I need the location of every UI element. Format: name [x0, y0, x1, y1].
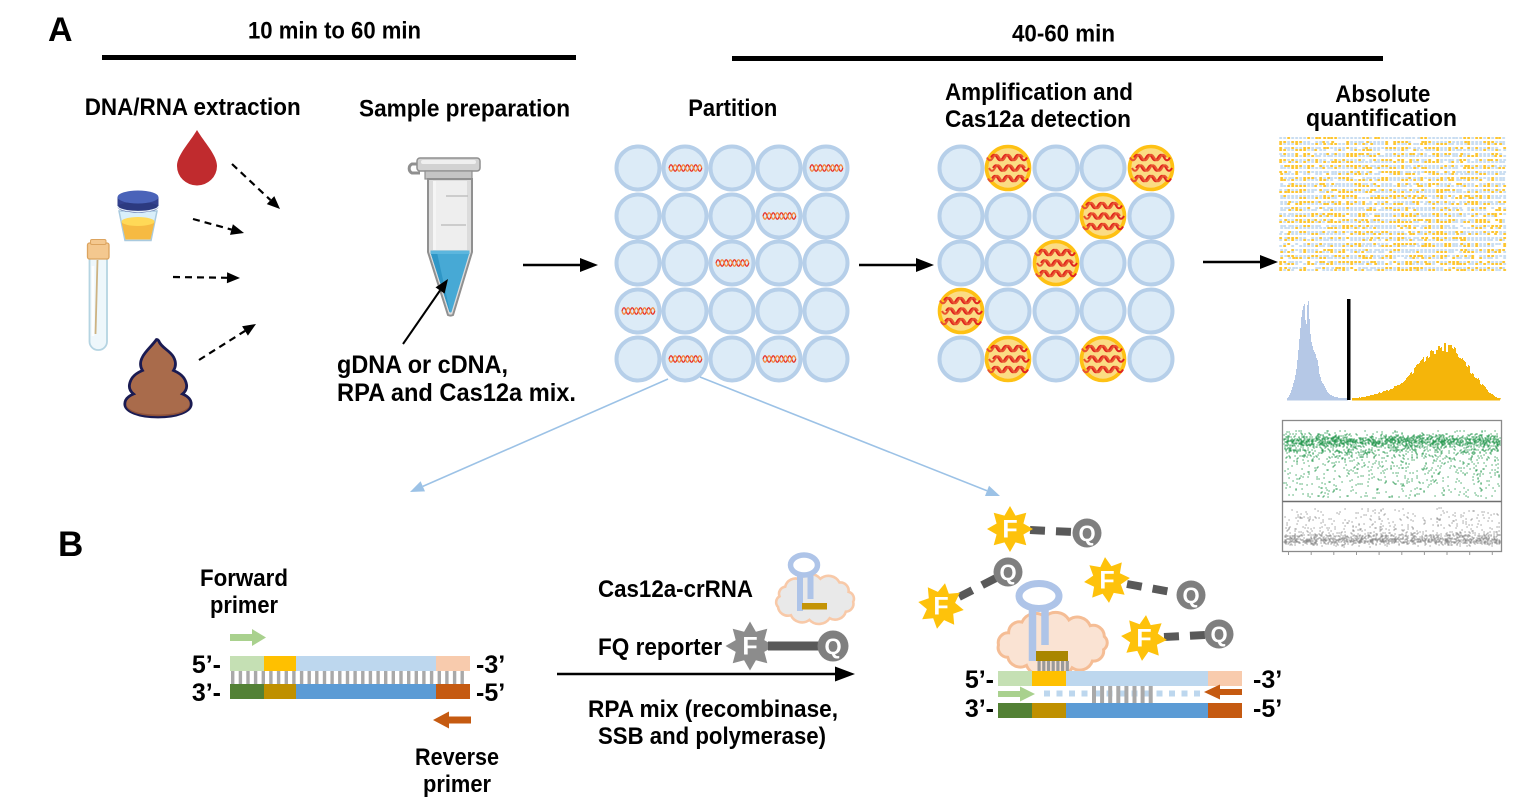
svg-text:Cas12a-crRNA: Cas12a-crRNA — [598, 576, 753, 603]
svg-text:F: F — [1136, 625, 1151, 653]
svg-text:-5’: -5’ — [1253, 695, 1282, 723]
svg-text:5’-: 5’- — [965, 666, 994, 694]
svg-text:F: F — [1099, 567, 1114, 595]
svg-text:Q: Q — [1078, 521, 1095, 546]
svg-text:gDNA or cDNA,: gDNA or cDNA, — [337, 351, 508, 379]
svg-text:DNA/RNA extraction: DNA/RNA extraction — [85, 94, 301, 121]
svg-text:-3’: -3’ — [1253, 666, 1282, 694]
svg-text:F: F — [933, 593, 948, 621]
svg-text:Reverse: Reverse — [415, 744, 499, 771]
svg-text:Sample preparation: Sample preparation — [359, 96, 570, 123]
svg-text:Cas12a detection: Cas12a detection — [945, 106, 1131, 133]
svg-text:Absolute: Absolute — [1335, 81, 1430, 108]
svg-text:Amplification and: Amplification and — [945, 79, 1133, 106]
svg-text:Q: Q — [999, 560, 1016, 585]
svg-text:10 min to 60 min: 10 min to 60 min — [248, 18, 421, 45]
svg-text:5’-: 5’- — [192, 651, 221, 679]
svg-text:F: F — [1002, 516, 1017, 544]
svg-text:Q: Q — [824, 634, 841, 659]
svg-text:B: B — [58, 525, 83, 564]
svg-text:3’-: 3’- — [192, 679, 221, 707]
svg-text:SSB and polymerase): SSB and polymerase) — [598, 723, 826, 750]
svg-text:RPA mix (recombinase,: RPA mix (recombinase, — [588, 696, 838, 723]
svg-text:Q: Q — [1210, 622, 1227, 647]
svg-text:primer: primer — [210, 592, 278, 619]
svg-text:Partition: Partition — [688, 95, 777, 122]
svg-text:Forward: Forward — [200, 565, 288, 592]
svg-text:F: F — [742, 633, 757, 661]
svg-text:Q: Q — [1182, 583, 1199, 608]
svg-text:quantification: quantification — [1306, 105, 1457, 132]
svg-text:FQ reporter: FQ reporter — [598, 634, 722, 661]
svg-text:primer: primer — [423, 771, 491, 798]
svg-text:-3’: -3’ — [476, 651, 505, 679]
svg-text:A: A — [48, 11, 73, 49]
svg-text:-5’: -5’ — [476, 679, 505, 707]
svg-text:40-60 min: 40-60 min — [1012, 21, 1115, 48]
svg-text:3’-: 3’- — [965, 695, 994, 723]
svg-text:RPA and Cas12a mix.: RPA and Cas12a mix. — [337, 379, 576, 407]
